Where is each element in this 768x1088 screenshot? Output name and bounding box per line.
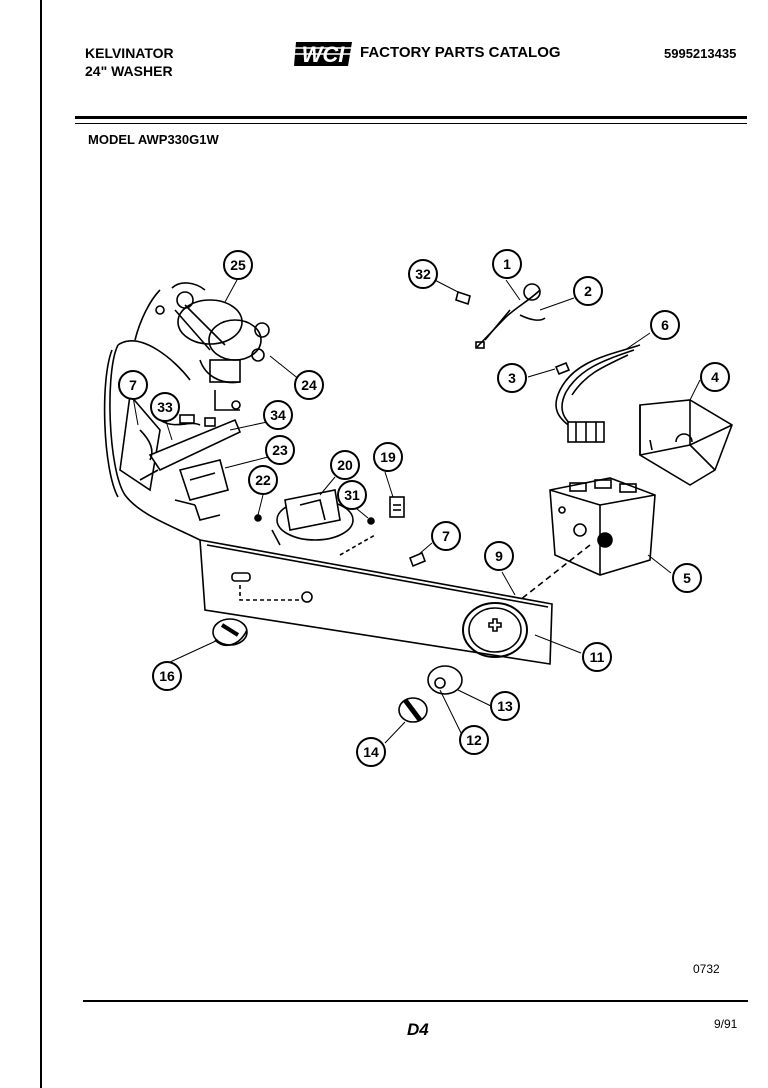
- callout-20: 20: [337, 457, 353, 473]
- wire-lead: [475, 283, 546, 349]
- callout-14: 14: [363, 744, 379, 760]
- diagram-code: 0732: [693, 962, 720, 976]
- callout-32: 32: [415, 266, 431, 282]
- callout-19: 19: [380, 449, 396, 465]
- catalog-title: FACTORY PARTS CATALOG: [360, 44, 561, 61]
- callout-2: 2: [584, 283, 592, 299]
- callout-9: 9: [495, 548, 503, 564]
- timer-cover: [639, 399, 733, 486]
- callout-24: 24: [301, 377, 317, 393]
- rocker-switch: [389, 496, 405, 518]
- callout-4: 4: [711, 369, 719, 385]
- footer-rule: [83, 1000, 748, 1002]
- callout-1: 1: [503, 256, 511, 272]
- page-number: D4: [407, 1020, 429, 1039]
- timer-knob-assembly: [398, 665, 463, 723]
- page-left-border: [40, 0, 42, 1088]
- wiring-harness: [555, 344, 641, 443]
- callout-34: 34: [270, 407, 286, 423]
- selector-knob-left: [212, 618, 248, 646]
- product-name: 24" WASHER: [85, 63, 173, 79]
- callout-6: 6: [661, 317, 669, 333]
- control-panel: [199, 539, 553, 665]
- callout-16: 16: [159, 668, 175, 684]
- water-valve-assembly: [134, 282, 270, 411]
- wci-logo: WCI: [294, 42, 354, 67]
- callout-13: 13: [497, 698, 513, 714]
- callout-5: 5: [683, 570, 691, 586]
- callout-11: 11: [590, 649, 605, 665]
- header-rule-thick: [75, 116, 747, 119]
- callout-7: 7: [129, 377, 137, 393]
- brand-name: KELVINATOR: [85, 45, 174, 61]
- callout-7b: 7: [442, 528, 450, 544]
- callout-22: 22: [255, 472, 271, 488]
- callout-25: 25: [230, 257, 246, 273]
- callout-31: 31: [344, 487, 360, 503]
- callout-23: 23: [272, 442, 288, 458]
- pressure-switch: [271, 489, 376, 556]
- lid-switch: [174, 459, 229, 521]
- catalog-date: 9/91: [714, 1017, 738, 1031]
- catalog-number: 5995213435: [664, 46, 737, 61]
- header-rule-thin: [75, 123, 747, 124]
- callout-3: 3: [508, 370, 516, 386]
- timer: [519, 477, 656, 601]
- callout-12: 12: [466, 732, 482, 748]
- console-housing: [103, 340, 201, 541]
- model-number: MODEL AWP330G1W: [88, 132, 219, 147]
- wire-harness-bracket: [139, 414, 242, 481]
- callout-33: 33: [157, 399, 173, 415]
